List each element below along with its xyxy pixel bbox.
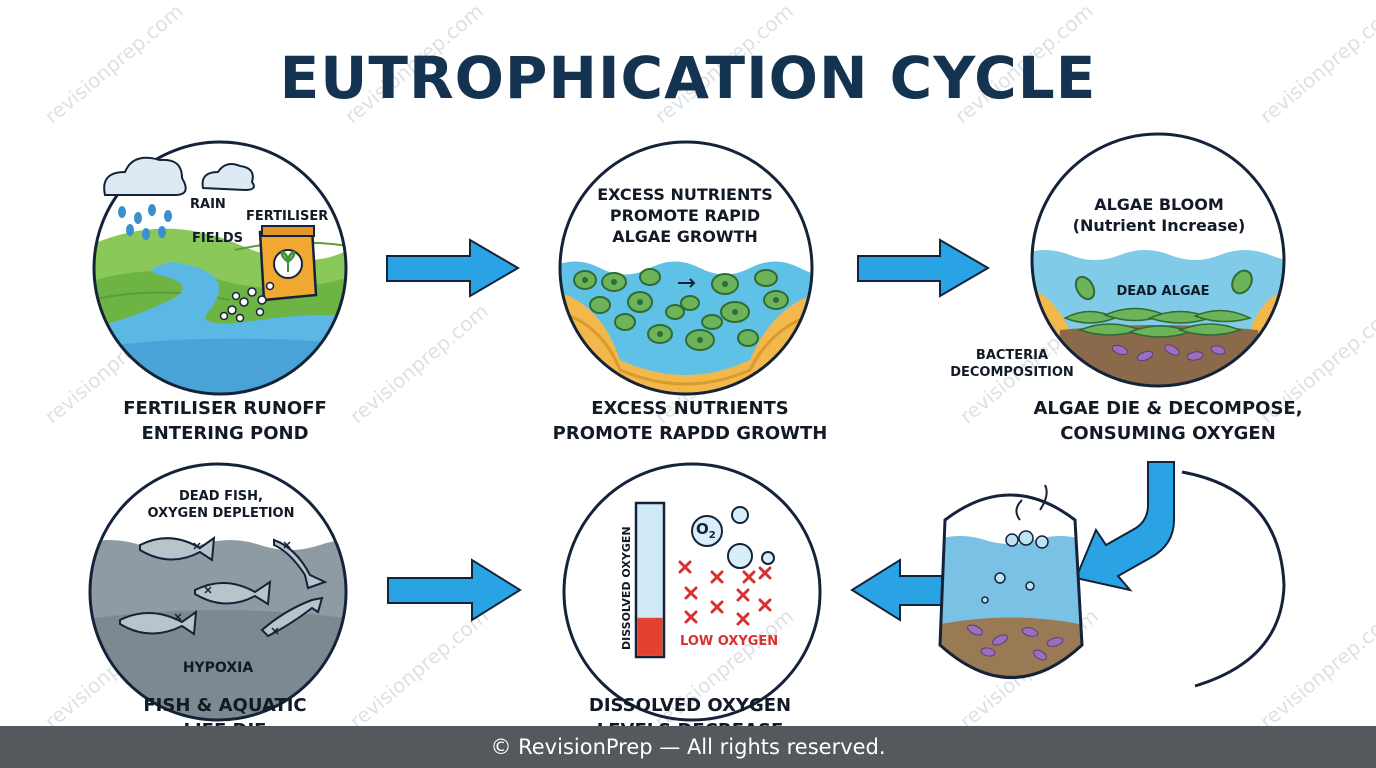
- arrow-right-icon: [857, 238, 990, 298]
- copyright-footer: © RevisionPrep — All rights reserved.: [0, 726, 1376, 768]
- stage-1-frame: [92, 140, 348, 396]
- rain-drops-icon: [118, 204, 172, 240]
- label-bacteria-decomposition: BACTERIA DECOMPOSITION: [950, 348, 1074, 380]
- stage-2-frame: [558, 140, 814, 396]
- stage-4-frame: [562, 462, 822, 722]
- stage-3-caption: ALGAE DIE & DECOMPOSE, CONSUMING OXYGEN: [1033, 398, 1303, 444]
- label-hypoxia: HYPOXIA: [182, 660, 254, 676]
- stage-6-frame: [938, 493, 1084, 679]
- stage-6-illustration: [940, 495, 1082, 678]
- stage-2-inner-text: EXCESS NUTRIENTS PROMOTE RAPID ALGAE GRO…: [597, 185, 773, 246]
- stage-1-caption: FERTILISER RUNOFF ENTERING POND: [123, 398, 327, 444]
- stage-2-caption: EXCESS NUTRIENTS PROMOTE RAPDD GROWTH: [552, 398, 828, 444]
- dead-fish-eyes: [174, 541, 291, 635]
- dead-fish-icons: [119, 535, 328, 638]
- o2-subscript: 2: [708, 530, 716, 541]
- oxygen-bubbles: [691, 506, 775, 569]
- stage-2-illustration: [560, 142, 812, 394]
- label-fertiliser: FERTILISER: [246, 209, 329, 224]
- label-dead-algae: DEAD ALGAE: [1116, 284, 1210, 299]
- label-low-oxygen: LOW OXYGEN: [680, 634, 779, 649]
- arrow-right-icon: [386, 238, 520, 298]
- stage-3-inner-text: ALGAE BLOOM (Nutrient Increase): [1072, 195, 1246, 235]
- fertiliser-granules: [219, 281, 275, 323]
- cloud-icon: [103, 156, 255, 196]
- arrow-down-curve-icon: [1074, 461, 1175, 592]
- arrow-right-icon: [387, 558, 522, 622]
- page-title: EUTROPHICATION CYCLE: [279, 44, 1097, 112]
- stage-3-frame: [1030, 132, 1286, 388]
- oxygen-gauge-fill: [637, 617, 663, 656]
- o2-letter: O: [696, 520, 709, 538]
- label-rain: RAIN: [190, 197, 226, 212]
- label-fields: FIELDS: [192, 231, 244, 246]
- fertiliser-bag-icon: [258, 225, 318, 302]
- o2-symbol: O2: [696, 520, 716, 541]
- oxygen-gauge-axis-label: DISSOLVED OXYGEN: [620, 526, 633, 650]
- stage-5-frame: [88, 462, 348, 722]
- decomposition-frame-arc: [1181, 470, 1286, 688]
- red-x-marks: [678, 560, 772, 626]
- stage-3-illustration: [1032, 134, 1284, 386]
- label-dead-fish: DEAD FISH, OXYGEN DEPLETION: [147, 489, 295, 521]
- arrow-left-icon: [850, 558, 943, 622]
